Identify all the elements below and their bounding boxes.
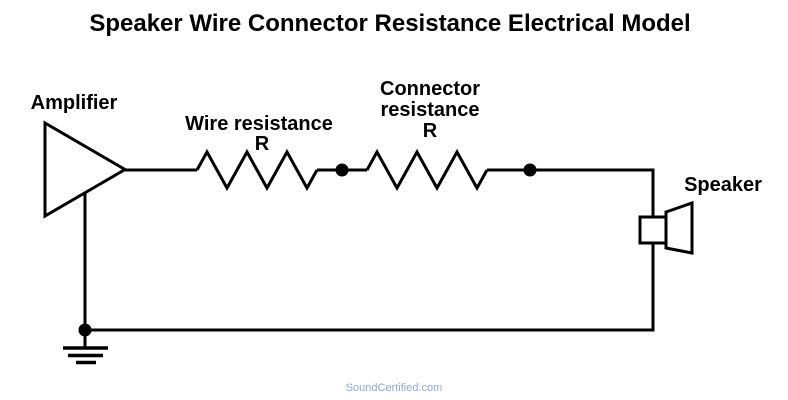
amplifier-label: Amplifier xyxy=(31,92,118,114)
wire-resistance-value-label: R xyxy=(255,133,270,155)
wire-segment-return-path xyxy=(85,243,655,332)
speaker-body xyxy=(638,215,668,245)
ground-symbol xyxy=(63,330,108,365)
speaker-label: Speaker xyxy=(684,174,762,196)
connector-resistance-label-line2: resistance xyxy=(381,99,480,121)
wire-resistance-symbol xyxy=(195,148,319,192)
wire-resistance-label: Wire resistance xyxy=(185,113,333,135)
connector-resistance-value-label: R xyxy=(423,120,438,142)
junction-dot-2 xyxy=(523,163,537,177)
speaker-cone xyxy=(664,200,694,255)
junction-dot-1 xyxy=(335,163,349,177)
amplifier-symbol xyxy=(43,120,128,219)
diagram-title: Speaker Wire Connector Resistance Electr… xyxy=(89,10,690,37)
wire-segment-r2-to-speaker xyxy=(487,168,655,217)
connector-resistance-symbol xyxy=(365,148,489,192)
connector-resistance-label-line1: Connector xyxy=(380,78,480,100)
watermark-text: SoundCertified.com xyxy=(346,382,443,394)
